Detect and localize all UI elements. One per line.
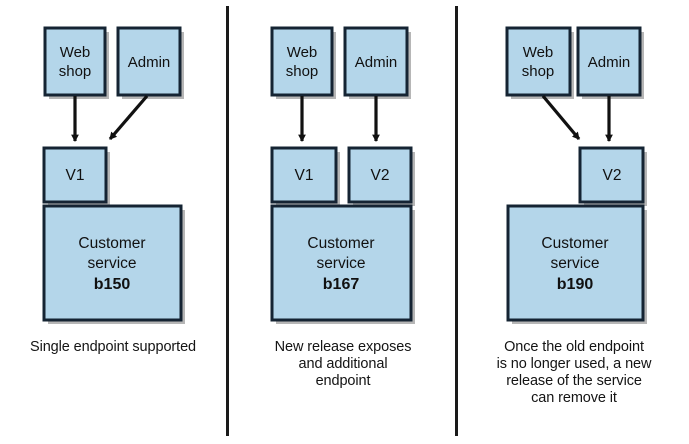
panel-2-graphic: Web shop Admin V1 V2 Customer service (270, 26, 415, 324)
box-web-shop: Web shop (43, 26, 107, 97)
service-line1: Customer (541, 235, 608, 252)
panel-3: Web shop Admin V2 Customer service b190 … (458, 0, 689, 444)
box-v2-label: V2 (603, 167, 622, 184)
caption-line: endpoint (315, 373, 371, 389)
box-web-shop: Web shop (505, 26, 572, 97)
caption-line: Single endpoint supported (30, 339, 196, 355)
panel-2: Web shop Admin V1 V2 Customer service (229, 0, 455, 444)
panel-2-caption: New release exposes and additional endpo… (245, 339, 441, 390)
box-v1-label: V1 (295, 167, 314, 184)
panel-divider-1 (226, 6, 229, 436)
panel-3-caption: Once the old endpoint is no longer used,… (468, 339, 680, 407)
box-customer-service: Customer service b190 (506, 204, 645, 322)
service-build: b167 (323, 276, 360, 293)
panel-3-graphic: Web shop Admin V2 Customer service b190 (505, 26, 647, 324)
box-v2-label: V2 (371, 167, 390, 184)
panel-1-graphic: Web shop Admin V1 Customer service b1 (42, 26, 185, 324)
caption-line: can remove it (531, 390, 617, 406)
box-web-shop-line2: shop (286, 63, 319, 80)
service-line2: service (87, 255, 136, 272)
caption-line: Once the old endpoint (504, 339, 644, 355)
box-v1-label: V1 (66, 167, 85, 184)
box-v1: V1 (270, 146, 338, 204)
panel-divider-2 (455, 6, 458, 436)
box-admin-label: Admin (588, 54, 631, 71)
box-web-shop-line1: Web (60, 44, 91, 61)
arrow-admin-to-v1 (108, 94, 149, 141)
box-web-shop: Web shop (270, 26, 334, 97)
caption-line: and additional (298, 356, 388, 372)
service-build: b190 (557, 276, 594, 293)
box-customer-service: Customer service b167 (270, 204, 413, 322)
panel-1: Web shop Admin V1 Customer service b1 (0, 0, 226, 444)
box-admin: Admin (343, 26, 409, 97)
box-customer-service: Customer service b150 (42, 204, 183, 322)
service-build: b150 (94, 276, 131, 293)
box-admin-label: Admin (128, 54, 171, 71)
service-line2: service (550, 255, 599, 272)
box-web-shop-line1: Web (287, 44, 318, 61)
box-v2: V2 (578, 146, 645, 204)
box-admin: Admin (576, 26, 642, 97)
service-line1: Customer (307, 235, 374, 252)
box-v1: V1 (42, 146, 108, 204)
caption-line: New release exposes (274, 339, 412, 355)
box-web-shop-line2: shop (59, 63, 92, 80)
caption-line: is no longer used, a new (496, 356, 652, 372)
box-web-shop-line2: shop (522, 63, 555, 80)
box-admin-label: Admin (355, 54, 398, 71)
service-line1: Customer (78, 235, 145, 252)
caption-line: release of the service (506, 373, 642, 389)
panel-1-caption: Single endpoint supported (4, 339, 222, 356)
box-admin: Admin (116, 26, 182, 97)
box-v2: V2 (347, 146, 413, 204)
box-web-shop-line1: Web (523, 44, 554, 61)
arrow-web-shop-to-v2 (541, 94, 581, 141)
service-line2: service (316, 255, 365, 272)
